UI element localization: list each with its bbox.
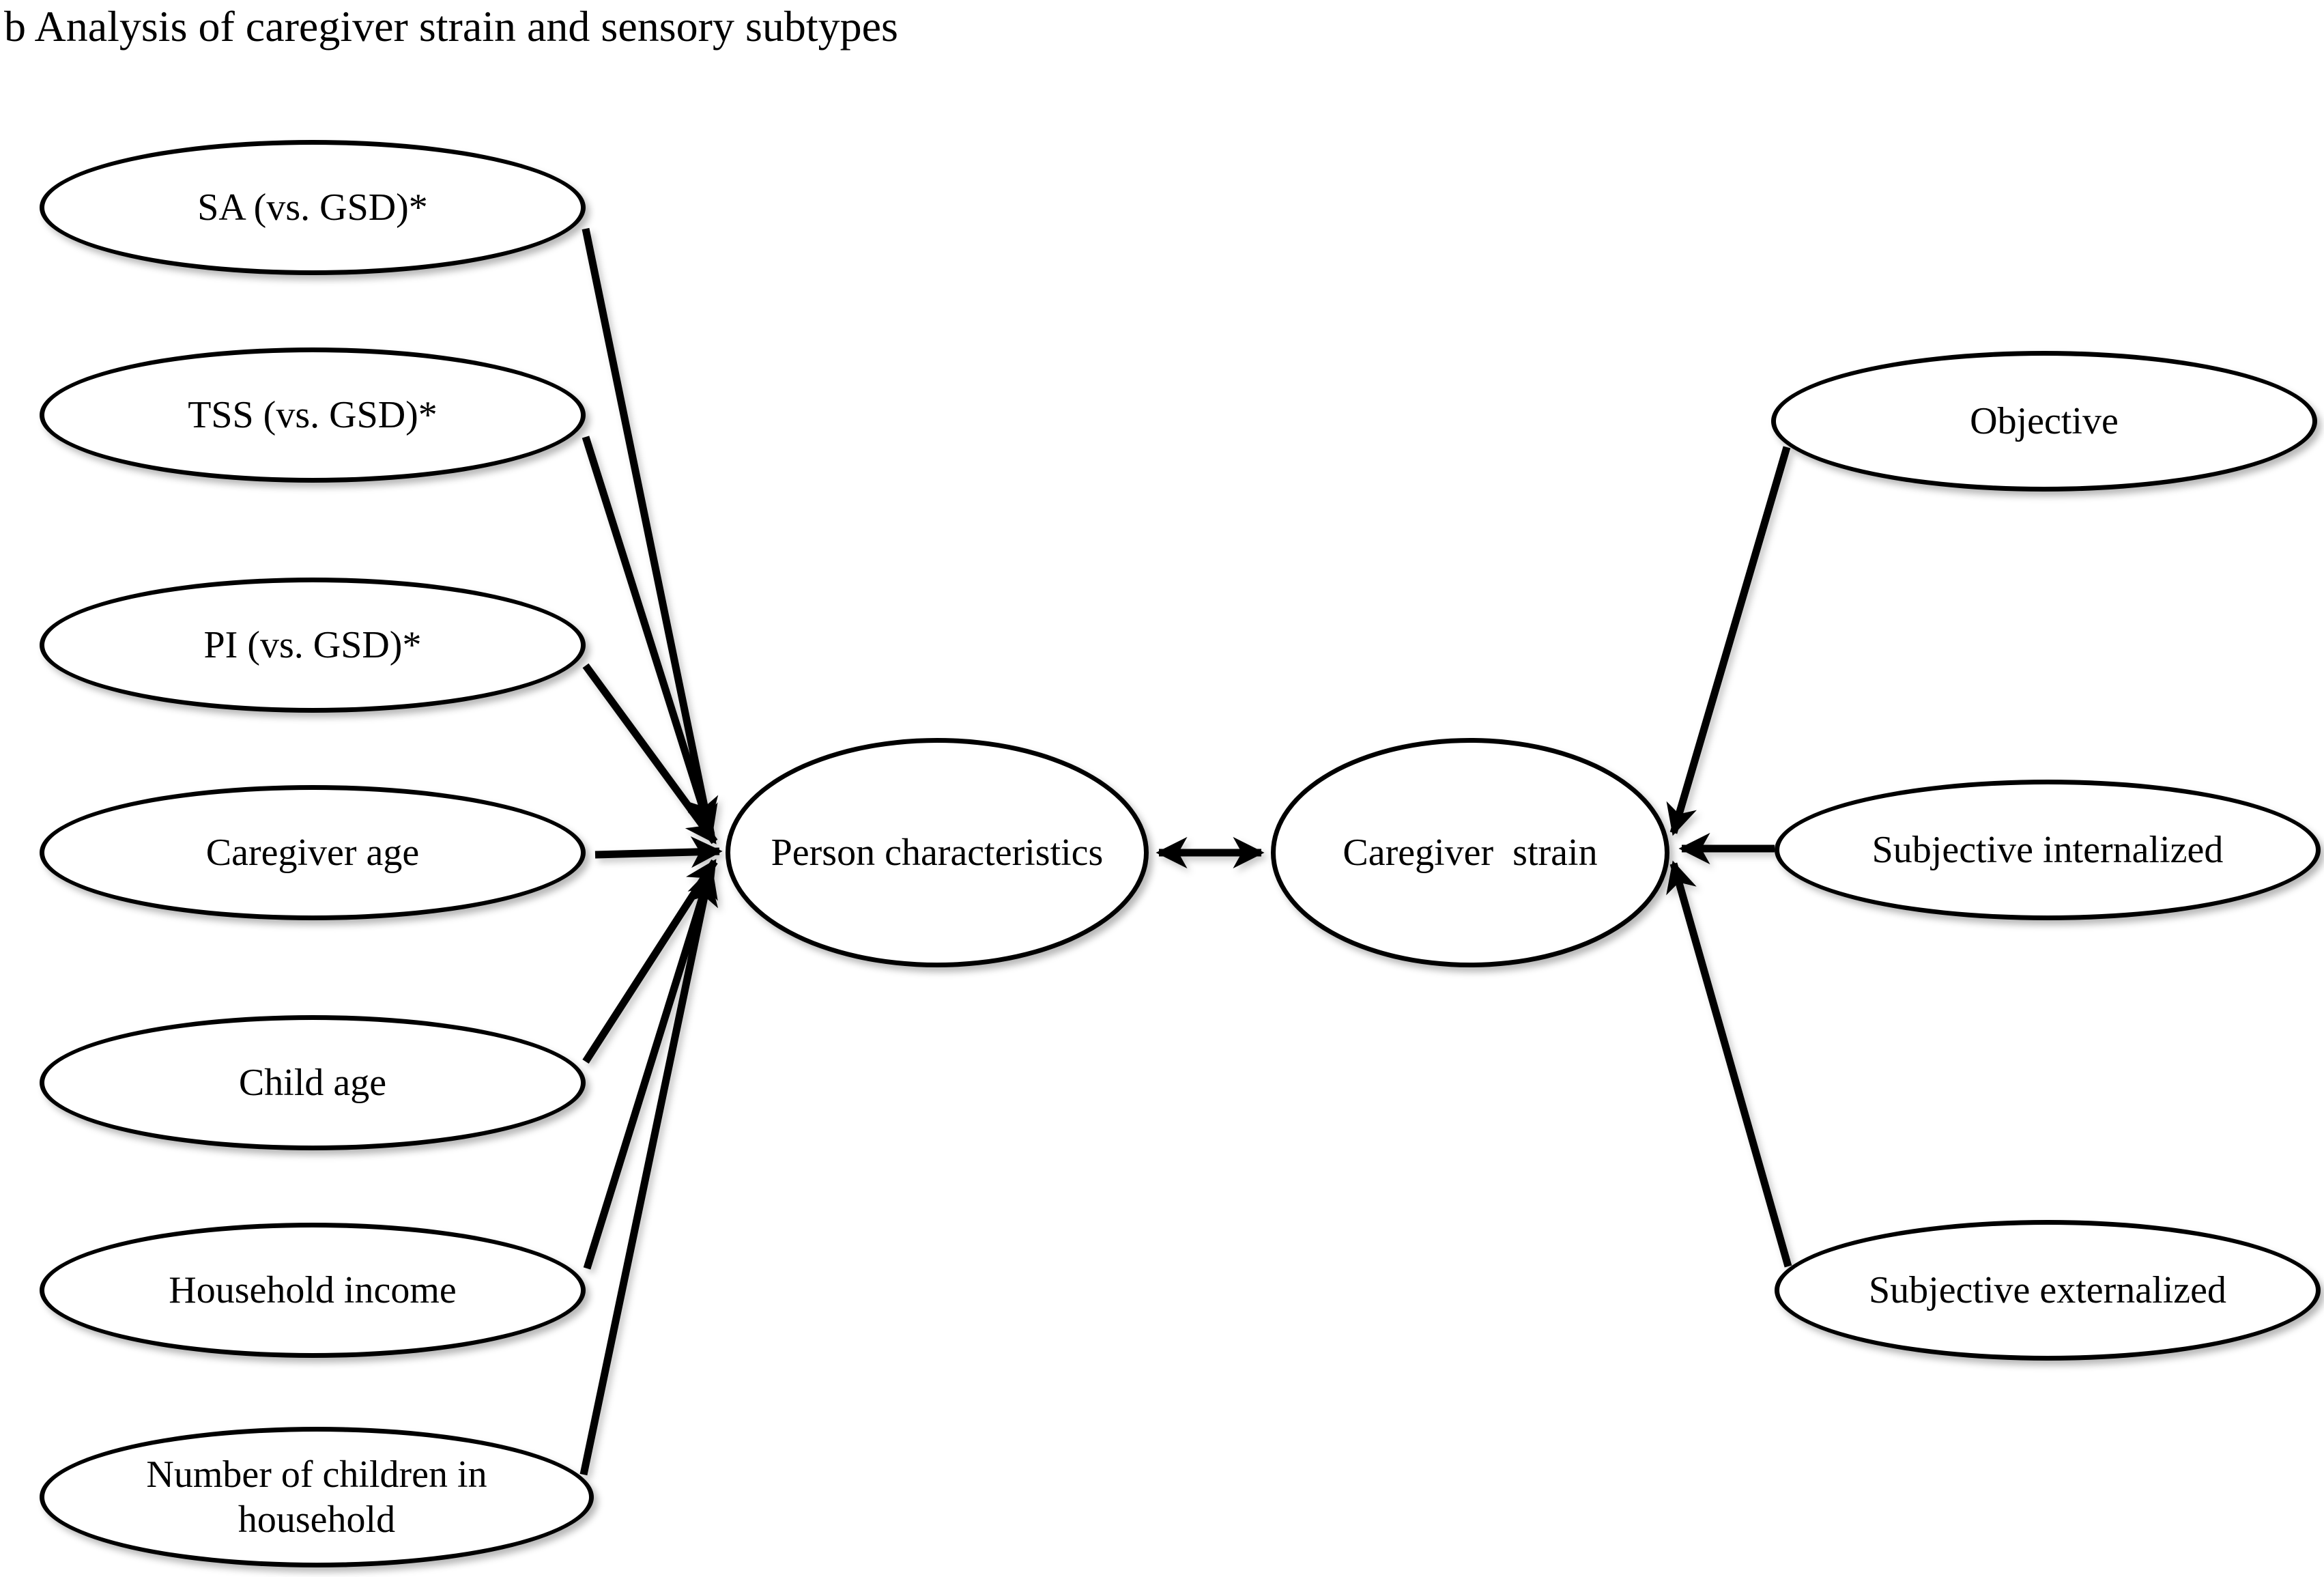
node-subjective-externalized-label: Subjective externalized (1869, 1268, 2226, 1311)
node-subjective-internalized-label: Subjective internalized (1871, 828, 2224, 871)
node-tss-label: TSS (vs. GSD)* (188, 393, 437, 436)
node-subjective-externalized: Subjective externalized (1775, 1220, 2321, 1361)
diagram-title: b Analysis of caregiver strain and senso… (4, 2, 898, 51)
node-subjective-internalized: Subjective internalized (1775, 780, 2321, 920)
node-caregiver-age-label: Caregiver age (205, 831, 420, 874)
arrow-caregiver_age-to-person_characteristics (594, 836, 723, 868)
node-sa: SA (vs. GSD)* (40, 140, 586, 275)
arrow-pi-to-person_characteristics (582, 663, 718, 844)
node-num-children: Number of children in household (40, 1427, 594, 1567)
node-num-children-label: Number of children in household (146, 1453, 487, 1541)
node-caregiver-age: Caregiver age (40, 785, 586, 920)
node-person-characteristics: Person characteristics (726, 738, 1149, 967)
arrow-tss-to-person_characteristics (582, 436, 718, 838)
node-sa-label: SA (vs. GSD)* (197, 186, 428, 229)
node-child-age: Child age (40, 1015, 586, 1150)
node-household-income: Household income (40, 1223, 586, 1358)
arrow-child_age-to-person_characteristics (582, 859, 718, 1064)
node-pi-label: PI (vs. GSD)* (203, 623, 422, 666)
node-tss: TSS (vs. GSD)* (40, 347, 586, 483)
arrow-objective-to-caregiver_strain (1666, 446, 1791, 836)
arrow-num_children-to-person_characteristics (579, 874, 719, 1476)
node-pi: PI (vs. GSD)* (40, 578, 586, 713)
node-caregiver-strain: Caregiver strain (1271, 738, 1669, 967)
node-objective-label: Objective (1970, 399, 2119, 442)
arrow-household_income-to-person_characteristics (583, 866, 718, 1270)
arrow-subjective_externalized-to-caregiver_strain (1666, 860, 1792, 1268)
node-child-age-label: Child age (238, 1061, 387, 1104)
arrow-sa-to-person_characteristics (582, 227, 719, 829)
node-household-income-label: Household income (169, 1268, 457, 1311)
node-person-characteristics-label: Person characteristics (771, 831, 1104, 874)
node-caregiver-strain-label: Caregiver strain (1343, 831, 1598, 874)
node-objective: Objective (1771, 351, 2317, 492)
